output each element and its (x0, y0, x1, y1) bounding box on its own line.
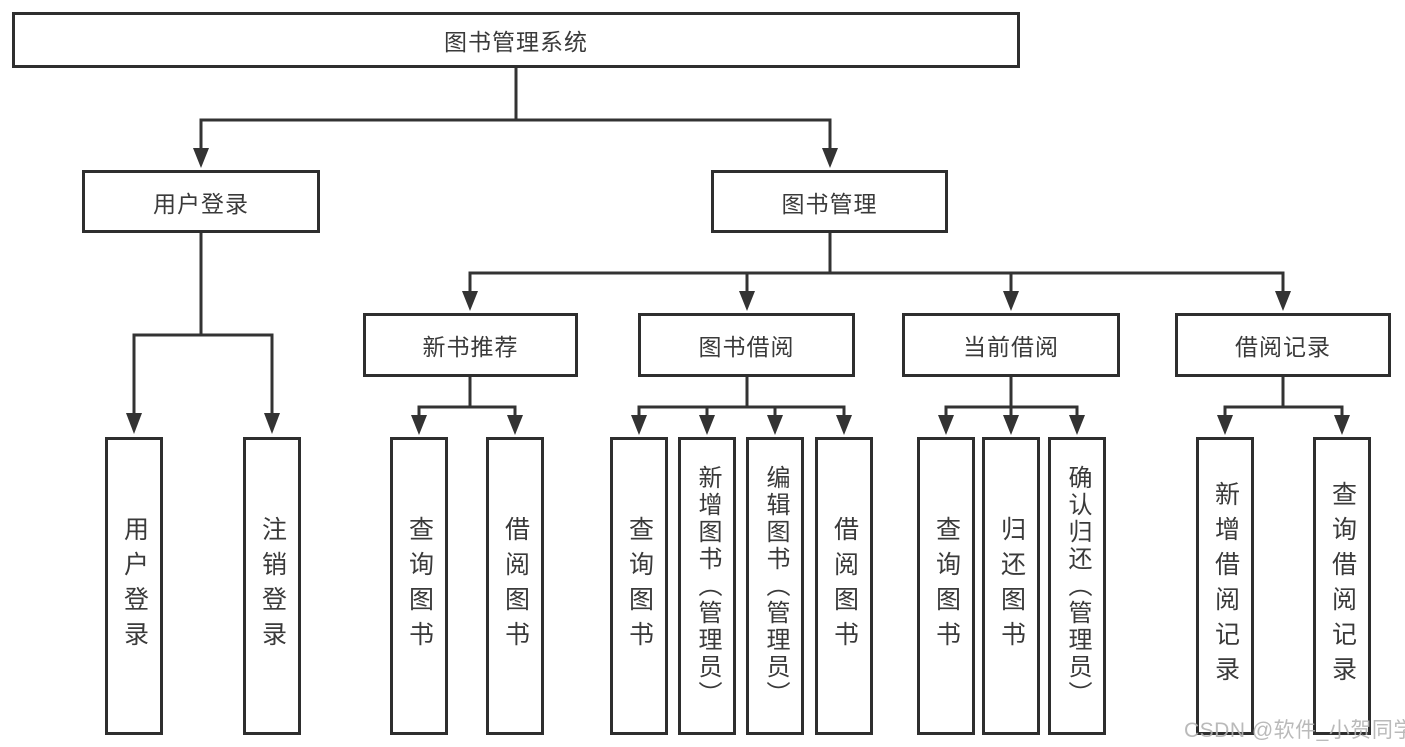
node-current-borrow-label: 当前借阅 (963, 334, 1059, 360)
leaf-current-confirm-return-admin-label: 确认归还（管理员） (1064, 464, 1091, 708)
node-root: 图书管理系统 (12, 12, 1020, 68)
node-book-management-label: 图书管理 (781, 190, 878, 217)
node-new-book-recommend: 新书推荐 (363, 313, 578, 377)
node-borrow-records: 借阅记录 (1175, 313, 1391, 377)
node-book-management: 图书管理 (711, 170, 948, 233)
leaf-record-query-borrow-record-label: 查询借阅记录 (1328, 481, 1357, 691)
leaf-current-return-book: 归还图书 (982, 437, 1040, 735)
leaf-current-query-book-label: 查询图书 (932, 516, 961, 656)
node-user-login: 用户登录 (82, 170, 320, 233)
node-book-borrow: 图书借阅 (638, 313, 855, 377)
watermark: CSDN @软件_小贺同学 (1184, 719, 1405, 742)
leaf-newbook-borrow-book: 借阅图书 (486, 437, 544, 735)
leaf-record-add-borrow-record-label: 新增借阅记录 (1211, 481, 1240, 691)
node-root-label: 图书管理系统 (444, 29, 588, 55)
node-user-login-label: 用户登录 (153, 190, 249, 217)
leaf-borrow-query-book: 查询图书 (610, 437, 668, 735)
leaf-current-confirm-return-admin: 确认归还（管理员） (1048, 437, 1106, 735)
leaf-current-query-book: 查询图书 (917, 437, 975, 735)
leaf-borrow-add-book-admin: 新增图书（管理员） (678, 437, 736, 735)
leaf-logout-login: 注销登录 (243, 437, 301, 735)
leaf-borrow-borrow-book-label: 借阅图书 (830, 516, 859, 656)
leaf-borrow-edit-book-admin-label: 编辑图书（管理员） (762, 464, 789, 708)
leaf-newbook-query-book-label: 查询图书 (405, 516, 434, 656)
node-new-book-recommend-label: 新书推荐 (422, 334, 519, 360)
leaf-record-query-borrow-record: 查询借阅记录 (1313, 437, 1371, 735)
leaf-newbook-query-book: 查询图书 (390, 437, 448, 735)
leaf-borrow-query-book-label: 查询图书 (625, 516, 654, 656)
node-current-borrow: 当前借阅 (902, 313, 1120, 377)
leaf-user-login: 用户登录 (105, 437, 163, 735)
leaf-record-add-borrow-record: 新增借阅记录 (1196, 437, 1254, 735)
leaf-borrow-add-book-admin-label: 新增图书（管理员） (694, 464, 721, 708)
node-borrow-records-label: 借阅记录 (1235, 334, 1331, 360)
leaf-borrow-edit-book-admin: 编辑图书（管理员） (746, 437, 804, 735)
leaf-logout-login-label: 注销登录 (258, 516, 287, 656)
leaf-borrow-borrow-book: 借阅图书 (815, 437, 873, 735)
leaf-user-login-label: 用户登录 (120, 516, 149, 656)
leaf-current-return-book-label: 归还图书 (997, 516, 1026, 656)
connector-arrowheads (126, 148, 1350, 435)
node-book-borrow-label: 图书借阅 (698, 334, 795, 360)
leaf-newbook-borrow-book-label: 借阅图书 (501, 516, 530, 656)
